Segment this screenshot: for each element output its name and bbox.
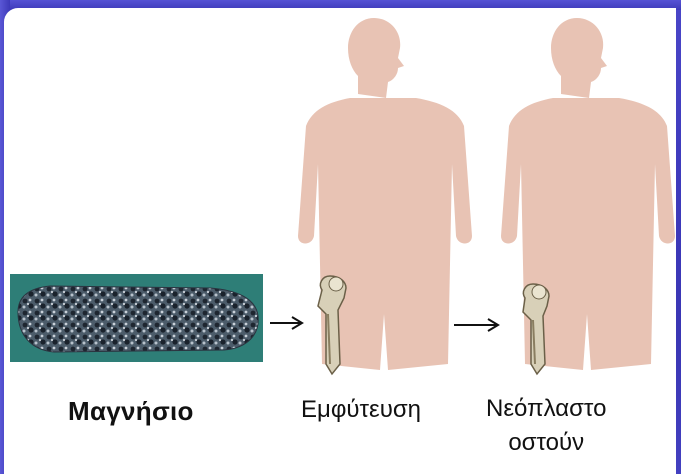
label-new-bone-line2: οστούν: [486, 426, 606, 460]
label-new-bone-line1: Νεόπλαστο: [486, 392, 606, 426]
human-silhouette-implant: [288, 14, 478, 386]
label-new-bone: Νεόπλαστο οστούν: [486, 392, 606, 460]
label-magnesium: Μαγνήσιο: [68, 396, 194, 427]
arrow-to-new-bone: [454, 318, 502, 332]
arrow-to-implant: [270, 316, 306, 330]
human-silhouette-new-bone: [497, 14, 677, 386]
magnesium-sample-image: [10, 274, 263, 362]
label-implant: Εμφύτευση: [301, 396, 421, 424]
